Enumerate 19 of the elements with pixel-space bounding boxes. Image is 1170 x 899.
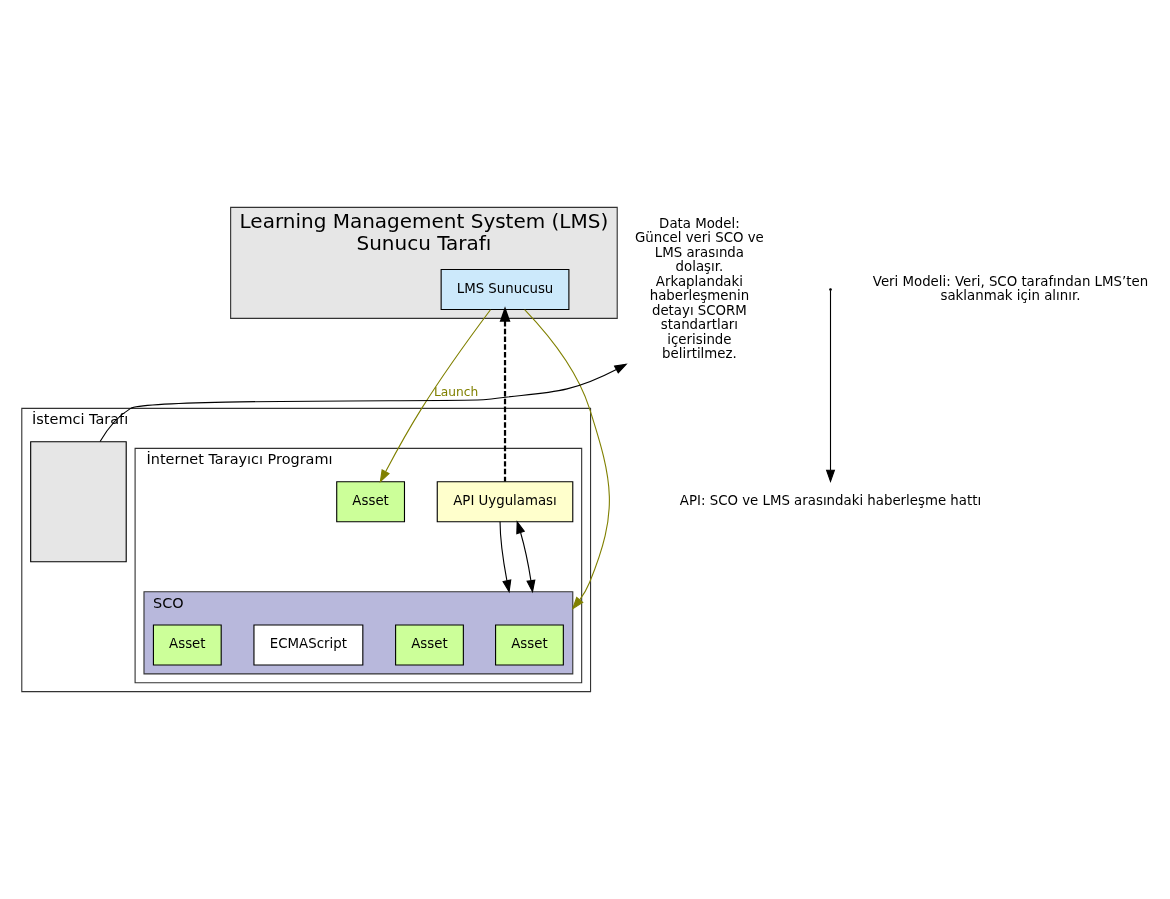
label: Veri Modeli: Veri, SCO tarafından LMS’ten saklanmak için alınır. [872,273,1149,304]
arrow [825,290,836,484]
arrow [99,363,628,443]
node-box [30,441,127,563]
node-box: Asset [395,624,464,666]
arrow [516,520,536,594]
node-text: API: SCO ve LMS arasındaki haberleşme hattı [679,493,982,509]
node-box: ECMAScript [253,624,364,666]
arrow [499,521,512,594]
node-text: Data Model: Güncel veri SCO ve LMS arasında dolaşır. Arkaplandaki haberleşmenin detayı SCORM standartları içerisinde belirtilmez. [635,215,764,361]
node-box: API Uygulaması [436,481,574,523]
node-box: LMS Sunucusu [440,269,570,311]
arrow [499,306,511,482]
edge-label: Launch [434,384,479,399]
arrow [379,309,492,483]
node-box: Asset [495,624,564,666]
node-box: Asset [336,481,406,523]
arrow [524,309,610,610]
node-box: Asset [152,624,222,666]
